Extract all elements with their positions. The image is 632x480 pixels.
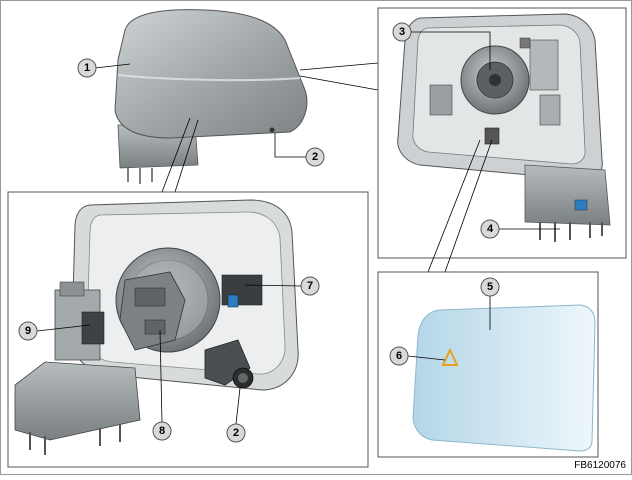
callout-2-top: 2 (305, 147, 325, 167)
callout-3: 3 (392, 22, 412, 42)
leader-2-top (274, 133, 306, 158)
callout-1: 1 (77, 58, 97, 78)
leader-housing-to-panel-bottom (299, 75, 379, 91)
svg-text:3: 3 (399, 26, 405, 38)
leader-6 (407, 355, 446, 361)
svg-text:2: 2 (233, 427, 239, 439)
svg-text:4: 4 (487, 223, 494, 235)
leader-8 (159, 329, 163, 423)
svg-text:2: 2 (312, 151, 318, 163)
warning-triangle-icon (441, 347, 459, 366)
mirror-housing-illustration (114, 9, 308, 184)
svg-text:6: 6 (396, 350, 402, 362)
svg-text:1: 1 (84, 62, 90, 74)
callout-6: 6 (389, 346, 409, 366)
mirror-carrier-illustration (397, 13, 611, 242)
svg-text:8: 8 (159, 425, 165, 437)
svg-text:9: 9 (25, 325, 31, 337)
leader-2-bottom (235, 387, 241, 425)
callout-8: 8 (152, 421, 172, 441)
leader-3 (411, 31, 491, 70)
mirror-glass-illustration (412, 304, 596, 452)
leader-9 (36, 324, 91, 332)
callout-9: 9 (18, 321, 38, 341)
leader-7 (244, 284, 302, 287)
leader-housing-to-lower-left-2 (174, 119, 199, 193)
leader-carrier-to-glass-2 (444, 139, 493, 273)
svg-text:5: 5 (487, 281, 493, 293)
callout-2-bottom: 2 (226, 423, 246, 443)
leader-housing-to-lower-left (161, 117, 191, 193)
svg-text:7: 7 (307, 280, 313, 292)
leader-carrier-to-glass-1 (427, 139, 481, 273)
callout-4: 4 (480, 219, 500, 239)
leader-1 (94, 63, 131, 69)
leader-housing-to-panel-top (299, 62, 379, 71)
callout-7: 7 (300, 276, 320, 296)
callout-5: 5 (480, 277, 500, 297)
figure-code: FB6120076 (574, 460, 626, 471)
mirror-mechanics-illustration (14, 199, 299, 455)
